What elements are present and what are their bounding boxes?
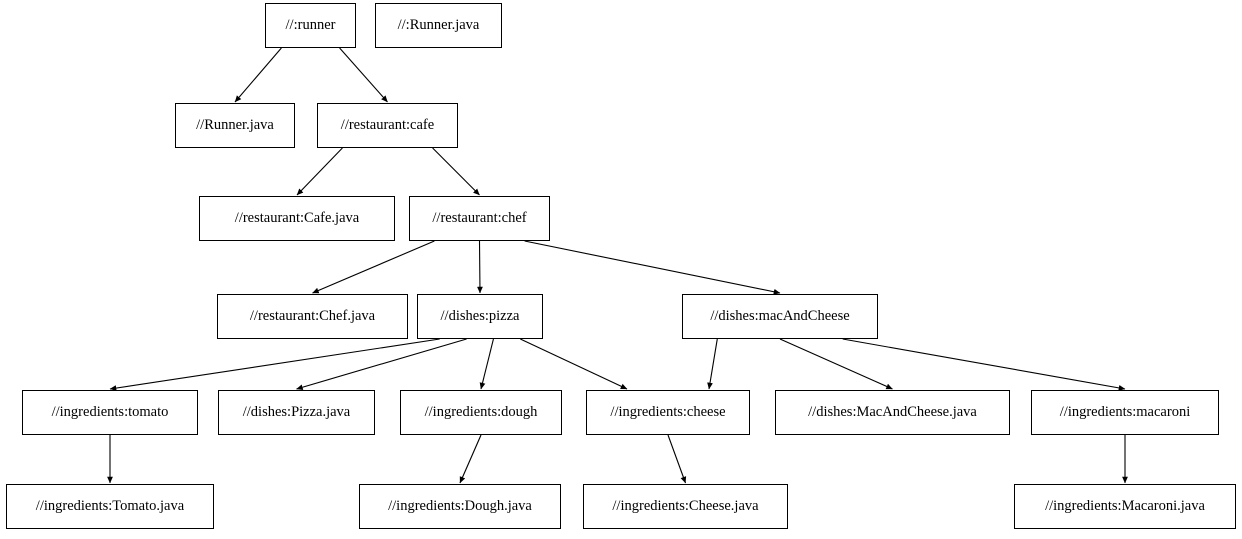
- graph-node-ing_doughjava[interactable]: //ingredients:Dough.java: [359, 484, 561, 529]
- graph-node-label: //restaurant:cafe: [340, 117, 435, 134]
- graph-node-ing_tomatojava[interactable]: //ingredients:Tomato.java: [6, 484, 214, 529]
- graph-node-restaurant_chef[interactable]: //restaurant:chef: [409, 196, 550, 241]
- graph-node-label: //dishes:Pizza.java: [242, 404, 351, 421]
- graph-node-label: //ingredients:tomato: [51, 404, 169, 421]
- graph-node-restaurant_chefjava[interactable]: //restaurant:Chef.java: [217, 294, 408, 339]
- graph-node-dishes_macandcheese[interactable]: //dishes:macAndCheese: [682, 294, 878, 339]
- graph-node-dishes_macjava[interactable]: //dishes:MacAndCheese.java: [775, 390, 1010, 435]
- graph-node-label: //restaurant:Chef.java: [249, 308, 376, 325]
- graph-node-label: //ingredients:Tomato.java: [35, 498, 185, 515]
- graph-node-label: //:Runner.java: [397, 17, 480, 34]
- graph-node-restaurant_cafejava[interactable]: //restaurant:Cafe.java: [199, 196, 395, 241]
- graph-node-ing_macaroni[interactable]: //ingredients:macaroni: [1031, 390, 1219, 435]
- graph-node-label: //Runner.java: [196, 117, 274, 134]
- graph-node-label: //dishes:macAndCheese: [710, 308, 850, 325]
- graph-node-runner_java[interactable]: //Runner.java: [175, 103, 295, 148]
- graph-node-label: //ingredients:cheese: [610, 404, 726, 421]
- graph-node-runner_java_root[interactable]: //:Runner.java: [375, 3, 502, 48]
- graph-node-label: //:runner: [285, 17, 336, 34]
- graph-node-ing_cheesejava[interactable]: //ingredients:Cheese.java: [583, 484, 788, 529]
- graph-node-label: //dishes:MacAndCheese.java: [808, 404, 977, 421]
- graph-node-ing_macaronijava[interactable]: //ingredients:Macaroni.java: [1014, 484, 1236, 529]
- graph-node-label: //ingredients:dough: [424, 404, 538, 421]
- graph-node-dishes_pizza[interactable]: //dishes:pizza: [417, 294, 543, 339]
- graph-node-label: //ingredients:macaroni: [1059, 404, 1191, 421]
- graph-node-label: //ingredients:Dough.java: [388, 498, 532, 515]
- graph-node-label: //ingredients:Cheese.java: [612, 498, 759, 515]
- graph-node-ing_cheese[interactable]: //ingredients:cheese: [586, 390, 750, 435]
- graph-node-label: //dishes:pizza: [440, 308, 520, 325]
- graph-node-label: //restaurant:Cafe.java: [234, 210, 360, 227]
- graph-node-restaurant_cafe[interactable]: //restaurant:cafe: [317, 103, 458, 148]
- graph-node-ing_dough[interactable]: //ingredients:dough: [400, 390, 562, 435]
- graph-node-dishes_pizzajava[interactable]: //dishes:Pizza.java: [218, 390, 375, 435]
- graph-node-runner[interactable]: //:runner: [265, 3, 356, 48]
- graph-node-ing_tomato[interactable]: //ingredients:tomato: [22, 390, 198, 435]
- graph-node-label: //restaurant:chef: [432, 210, 527, 227]
- graph-node-label: //ingredients:Macaroni.java: [1045, 498, 1205, 515]
